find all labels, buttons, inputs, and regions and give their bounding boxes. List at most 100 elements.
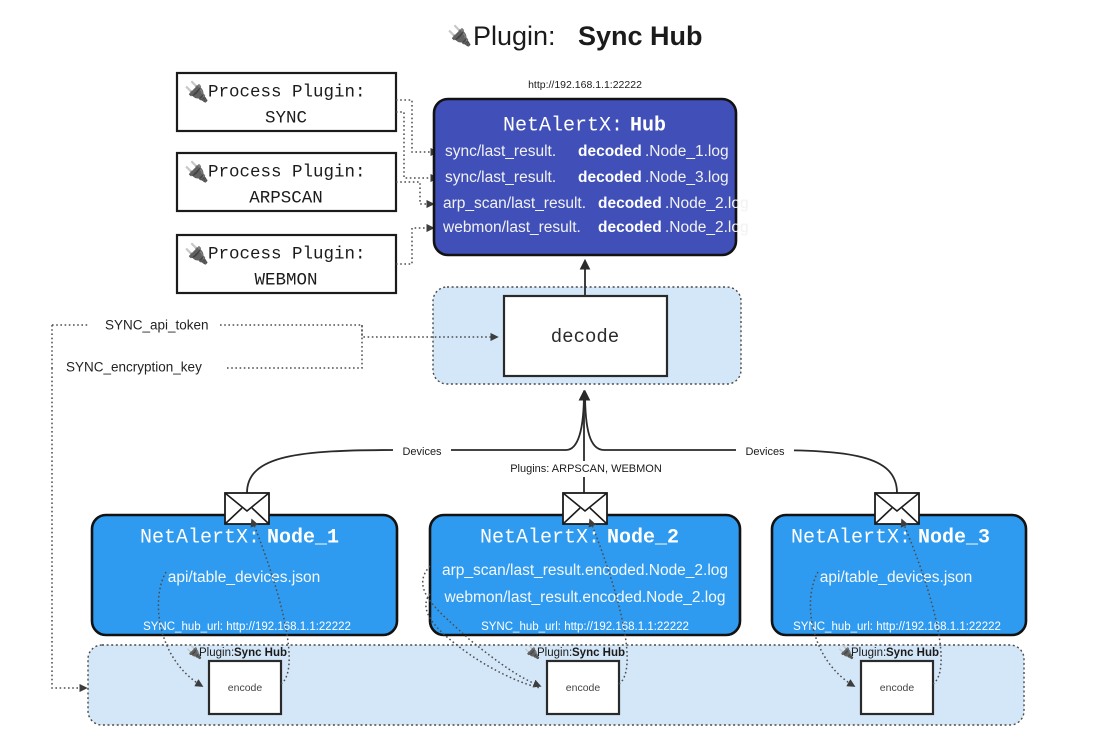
node-1[interactable]: NetAlertX: Node_1 api/table_devices.json… — [90, 513, 399, 637]
decode-box[interactable] — [502, 294, 669, 378]
process-plugin-name: SYNC — [265, 109, 307, 129]
node-3[interactable]: NetAlertX: Node_3 api/table_devices.json… — [770, 513, 1028, 637]
process-plugin-name: ARPSCAN — [249, 189, 323, 209]
edge-label-bg — [500, 461, 672, 477]
page-title: 🔌 Plugin: Sync Hub — [447, 21, 703, 51]
title-name: Sync Hub — [578, 21, 703, 51]
plug-icon: 🔌 — [184, 241, 209, 265]
plugin-label-name: Sync Hub — [886, 647, 939, 659]
key-label-encryption-key: SYNC_encryption_key — [66, 360, 202, 375]
encode-label: encode — [228, 682, 263, 694]
hub-box[interactable] — [432, 97, 738, 257]
plug-icon: 🔌 — [524, 644, 540, 659]
node-title-name: Node_1 — [267, 526, 339, 549]
encode-label: encode — [566, 682, 601, 694]
process-plugin-webmon[interactable]: 🔌 Process Plugin: WEBMON — [175, 233, 398, 295]
hub-log-row: arp_scan/last_result. decoded .Node_2.lo… — [443, 195, 749, 212]
encode-label: encode — [880, 682, 915, 694]
process-plugin-arpscan[interactable]: 🔌 Process Plugin: ARPSCAN — [175, 151, 398, 213]
key-label-bg — [88, 316, 220, 334]
flow-encode-to-envelope-3 — [900, 518, 942, 685]
encode-box[interactable] — [859, 659, 935, 716]
envelope-lines — [224, 507, 270, 525]
edge-label-bg — [736, 444, 794, 460]
flow-encode-to-envelope-2 — [588, 518, 628, 685]
plug-icon: 🔌 — [184, 79, 209, 103]
envelope-icon-node-2 — [562, 492, 608, 525]
connector-sync-node1 — [396, 99, 439, 157]
connector-sync-node3 — [396, 111, 439, 183]
encode-box[interactable] — [545, 659, 621, 716]
encoder-node-2[interactable]: 🔌 Plugin: Sync Hub encode — [524, 644, 625, 716]
hub-node[interactable]: NetAlertX: Hub sync/last_result. decoded… — [432, 97, 749, 257]
node-title-name: Node_3 — [918, 526, 990, 549]
encoder-node-1[interactable]: 🔌 Plugin: Sync Hub encode — [186, 644, 287, 716]
plugin-label-prefix: Plugin: — [851, 647, 886, 659]
node-title-prefix: NetAlertX: — [480, 526, 600, 549]
hub-log-bold: decoded — [578, 169, 642, 186]
hub-log-bold: decoded — [598, 219, 662, 236]
hub-log-post: .Node_2.log — [665, 219, 749, 236]
node-hub-url: SYNC_hub_url: http://192.168.1.1:22222 — [793, 621, 1001, 633]
edge-label-left-devices: Devices — [402, 446, 442, 458]
encode-box[interactable] — [207, 659, 283, 716]
process-plugin-sync[interactable]: 🔌 Process Plugin: SYNC — [175, 71, 398, 133]
encode-flow-edges — [157, 518, 942, 689]
process-plugin-box[interactable] — [175, 233, 398, 295]
hub-log-bold: decoded — [598, 195, 662, 212]
hub-url-label: http://192.168.1.1:22222 — [528, 79, 642, 91]
envelope-flap — [224, 492, 270, 513]
plugin-label-prefix: Plugin: — [199, 647, 234, 659]
encoder-node-3[interactable]: 🔌 Plugin: Sync Hub encode — [838, 644, 939, 716]
hub-title-name: Hub — [630, 114, 666, 137]
edge-label-middle-plugins: Plugins: ARPSCAN, WEBMON — [510, 463, 662, 475]
flow-encode-to-envelope-1 — [250, 518, 290, 685]
node-title-prefix: NetAlertX: — [791, 526, 911, 549]
node-line: api/table_devices.json — [820, 569, 973, 586]
edge-node1-to-decode — [246, 389, 590, 494]
process-plugin-label: Process Plugin: — [208, 163, 366, 183]
edge-label-right-devices: Devices — [745, 446, 785, 458]
hub-log-bold: decoded — [578, 143, 642, 160]
node-hub-url: SYNC_hub_url: http://192.168.1.1:22222 — [143, 621, 351, 633]
process-plugin-connectors — [396, 99, 439, 265]
hub-log-pre: sync/last_result. — [445, 143, 556, 160]
node-hub-url: SYNC_hub_url: http://192.168.1.1:22222 — [481, 621, 689, 633]
process-plugin-box[interactable] — [175, 71, 398, 133]
process-plugin-box[interactable] — [175, 151, 398, 213]
path-sync-encryption-key — [51, 368, 88, 693]
connector-arpscan — [396, 181, 435, 209]
process-plugin-name: WEBMON — [254, 271, 317, 291]
hub-log-row: sync/last_result. decoded .Node_1.log — [445, 143, 729, 160]
flow-node3-to-encode — [809, 571, 856, 687]
node-title-name: Node_2 — [607, 526, 679, 549]
node-line: api/table_devices.json — [168, 569, 321, 586]
envelope-lines — [562, 507, 608, 525]
connector-webmon — [396, 223, 435, 265]
envelope-icon-node-1 — [224, 492, 270, 525]
title-prefix: Plugin: — [473, 21, 556, 51]
plugin-label-prefix: Plugin: — [537, 647, 572, 659]
node-line: arp_scan/last_result.encoded.Node_2.log — [442, 562, 728, 579]
hub-log-pre: webmon/last_result. — [442, 219, 581, 236]
flow-node1-to-encode — [157, 571, 204, 687]
edge-label-bg — [393, 444, 451, 460]
process-plugin-label: Process Plugin: — [208, 83, 366, 103]
decode-pool: decode — [432, 286, 742, 385]
plug-icon: 🔌 — [186, 644, 202, 659]
decode-label: decode — [551, 326, 619, 348]
node-title-prefix: NetAlertX: — [140, 526, 260, 549]
plugin-label-name: Sync Hub — [234, 647, 287, 659]
path-key-return — [225, 325, 363, 369]
path-sync-api-token — [52, 324, 499, 342]
plugin-label-name: Sync Hub — [572, 647, 625, 659]
hub-log-post: .Node_3.log — [645, 169, 729, 186]
edge-node3-to-decode — [579, 389, 898, 494]
node-2[interactable]: NetAlertX: Node_2 arp_scan/last_result.e… — [428, 513, 742, 637]
plug-icon: 🔌 — [184, 159, 209, 183]
key-label-api-token: SYNC_api_token — [105, 318, 209, 333]
hub-title-prefix: NetAlertX: — [503, 114, 623, 137]
hub-log-pre: sync/last_result. — [445, 169, 556, 186]
node-line: webmon/last_result.encoded.Node_2.log — [444, 589, 726, 606]
flow-node2-webmon-to-encode — [425, 593, 541, 689]
